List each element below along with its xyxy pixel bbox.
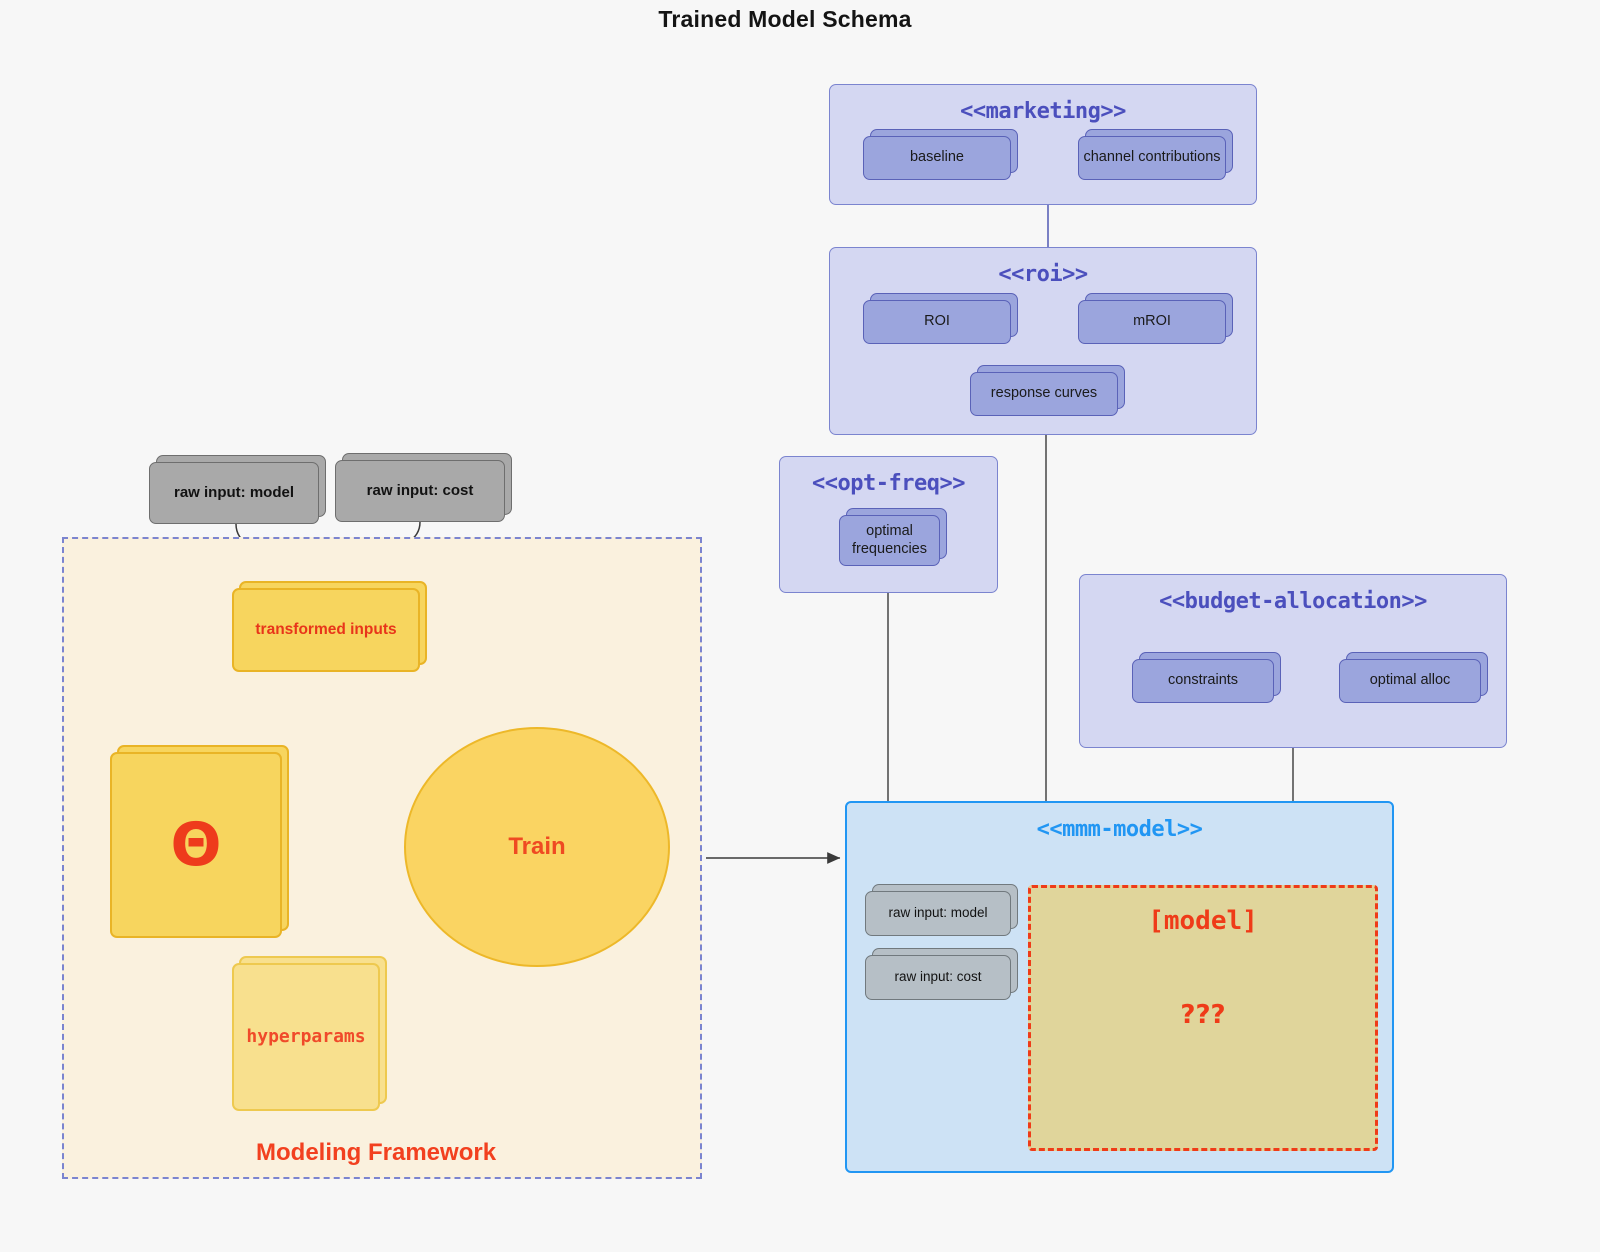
model-region-title: [model]: [1148, 906, 1258, 936]
model-region[interactable]: [model] ???: [1028, 885, 1378, 1151]
package-marketing-title: <<marketing>>: [960, 99, 1126, 124]
node-mmm-raw-input-model[interactable]: raw input: model: [865, 884, 1018, 936]
modeling-framework-label: Modeling Framework: [256, 1139, 497, 1166]
package-budget-allocation-title: <<budget-allocation>>: [1159, 589, 1427, 614]
node-mmm-raw-input-cost[interactable]: raw input: cost: [865, 948, 1018, 1000]
package-marketing[interactable]: <<marketing>> baseline channel contribut…: [829, 84, 1257, 205]
node-theta[interactable]: Θ: [110, 745, 289, 938]
node-hyperparams[interactable]: hyperparams: [232, 956, 387, 1111]
node-constraints-label: constraints: [1132, 659, 1274, 703]
node-theta-front: Θ: [110, 752, 282, 938]
node-optimal-frequencies[interactable]: optimal frequencies: [839, 508, 947, 566]
node-optimal-frequencies-label: optimal frequencies: [839, 515, 940, 566]
node-response-curves[interactable]: response curves: [970, 365, 1125, 416]
node-raw-input-cost[interactable]: raw input: cost: [335, 453, 512, 522]
node-mmm-raw-input-cost-label: raw input: cost: [865, 955, 1011, 1000]
package-roi-title: <<roi>>: [998, 262, 1088, 287]
node-channel-contributions[interactable]: channel contributions: [1078, 129, 1233, 180]
package-opt-freq[interactable]: <<opt-freq>> optimal frequencies: [779, 456, 998, 593]
node-train[interactable]: Train: [404, 727, 670, 967]
node-train-label: Train: [508, 833, 566, 860]
node-raw-input-cost-label: raw input: cost: [335, 460, 505, 522]
node-mroi[interactable]: mROI: [1078, 293, 1233, 344]
node-raw-input-model[interactable]: raw input: model: [149, 455, 326, 524]
node-constraints[interactable]: constraints: [1132, 652, 1281, 703]
node-optimal-alloc-label: optimal alloc: [1339, 659, 1481, 703]
package-budget-allocation[interactable]: <<budget-allocation>> constraints optima…: [1079, 574, 1507, 748]
theta-icon: Θ: [170, 810, 222, 880]
model-region-question: ???: [1180, 1000, 1226, 1030]
node-baseline[interactable]: baseline: [863, 129, 1018, 180]
node-roi-label: ROI: [863, 300, 1011, 344]
node-optimal-frequencies-line1: optimal: [866, 522, 913, 539]
node-roi[interactable]: ROI: [863, 293, 1018, 344]
page-title: Trained Model Schema: [658, 6, 912, 32]
node-optimal-frequencies-line2: frequencies: [852, 540, 927, 557]
node-response-curves-label: response curves: [970, 372, 1118, 416]
node-raw-input-model-label: raw input: model: [149, 462, 319, 524]
node-transformed-inputs-label: transformed inputs: [232, 588, 420, 672]
package-roi[interactable]: <<roi>> ROI mROI response curves: [829, 247, 1257, 435]
package-opt-freq-title: <<opt-freq>>: [812, 471, 965, 496]
package-mmm-model[interactable]: <<mmm-model>> raw input: model raw input…: [845, 801, 1394, 1173]
node-optimal-alloc[interactable]: optimal alloc: [1339, 652, 1488, 703]
node-baseline-label: baseline: [863, 136, 1011, 180]
node-mmm-raw-input-model-label: raw input: model: [865, 891, 1011, 936]
node-mroi-label: mROI: [1078, 300, 1226, 344]
node-transformed-inputs[interactable]: transformed inputs: [232, 581, 427, 672]
node-channel-contributions-label: channel contributions: [1078, 136, 1226, 180]
package-mmm-model-title: <<mmm-model>>: [1036, 817, 1203, 842]
node-hyperparams-label: hyperparams: [232, 963, 380, 1111]
